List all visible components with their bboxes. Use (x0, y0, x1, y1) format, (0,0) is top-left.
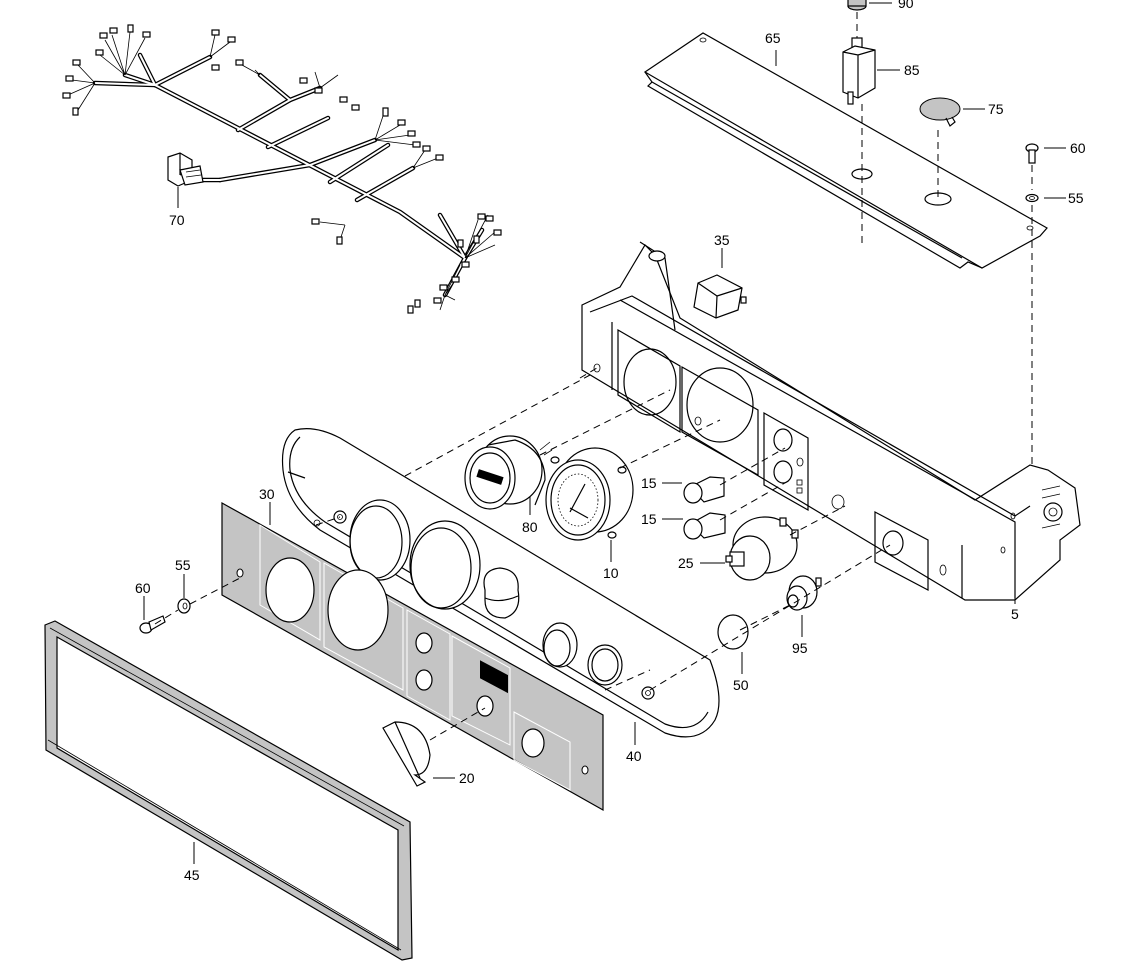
callout-45: 45 (184, 867, 200, 883)
callout-80: 80 (522, 519, 538, 535)
decal-front-plate (221, 501, 604, 812)
relay (693, 274, 747, 319)
top-cover-plate (643, 32, 1048, 269)
hour-meter (464, 435, 553, 510)
callout-5: 5 (1011, 606, 1019, 622)
callout-20: 20 (459, 770, 475, 786)
callout-70: 70 (169, 212, 185, 228)
callout-55-top: 55 (1068, 190, 1084, 206)
washer-top (1025, 193, 1039, 203)
callout-labels: 90 65 85 75 60 55 35 70 30 55 60 80 10 1… (135, 0, 1086, 883)
o-ring (717, 614, 749, 650)
leader-lines (143, 2, 1066, 864)
callout-40: 40 (626, 748, 642, 764)
callout-50: 50 (733, 677, 749, 693)
callout-65: 65 (765, 30, 781, 46)
assembly-line (856, 12, 1033, 465)
callout-55-left: 55 (175, 557, 191, 573)
front-panel-cover (281, 428, 720, 738)
screw-top (1025, 143, 1039, 164)
callout-10: 10 (603, 565, 619, 581)
harness-terminals (62, 24, 502, 314)
indicator-lamp-1 (683, 476, 725, 504)
assembly-line (154, 367, 891, 741)
wiring-harness-connector (167, 152, 204, 187)
push-button (786, 575, 822, 611)
callout-15-lower: 15 (641, 511, 657, 527)
callout-75: 75 (988, 101, 1004, 117)
cap-plug (919, 97, 961, 127)
callout-90: 90 (898, 0, 914, 11)
callout-35: 35 (714, 232, 730, 248)
panel-bracket-housing (581, 241, 1081, 601)
circuit-breaker (842, 37, 876, 105)
rotary-switch (725, 516, 799, 581)
callout-85: 85 (904, 62, 920, 78)
callout-60-left: 60 (135, 580, 151, 596)
rotary-switch-knob (382, 721, 431, 787)
indicator-lamp-2 (683, 512, 726, 540)
pressure-gauge (545, 447, 634, 541)
callout-15-upper: 15 (641, 475, 657, 491)
breaker-cap (847, 0, 867, 11)
callout-95: 95 (792, 640, 808, 656)
wiring-harness (62, 24, 502, 314)
callout-30: 30 (259, 486, 275, 502)
gasket-seal-frame (44, 620, 413, 961)
callout-25: 25 (678, 555, 694, 571)
washer-left (177, 598, 191, 614)
callout-60-top: 60 (1070, 140, 1086, 156)
